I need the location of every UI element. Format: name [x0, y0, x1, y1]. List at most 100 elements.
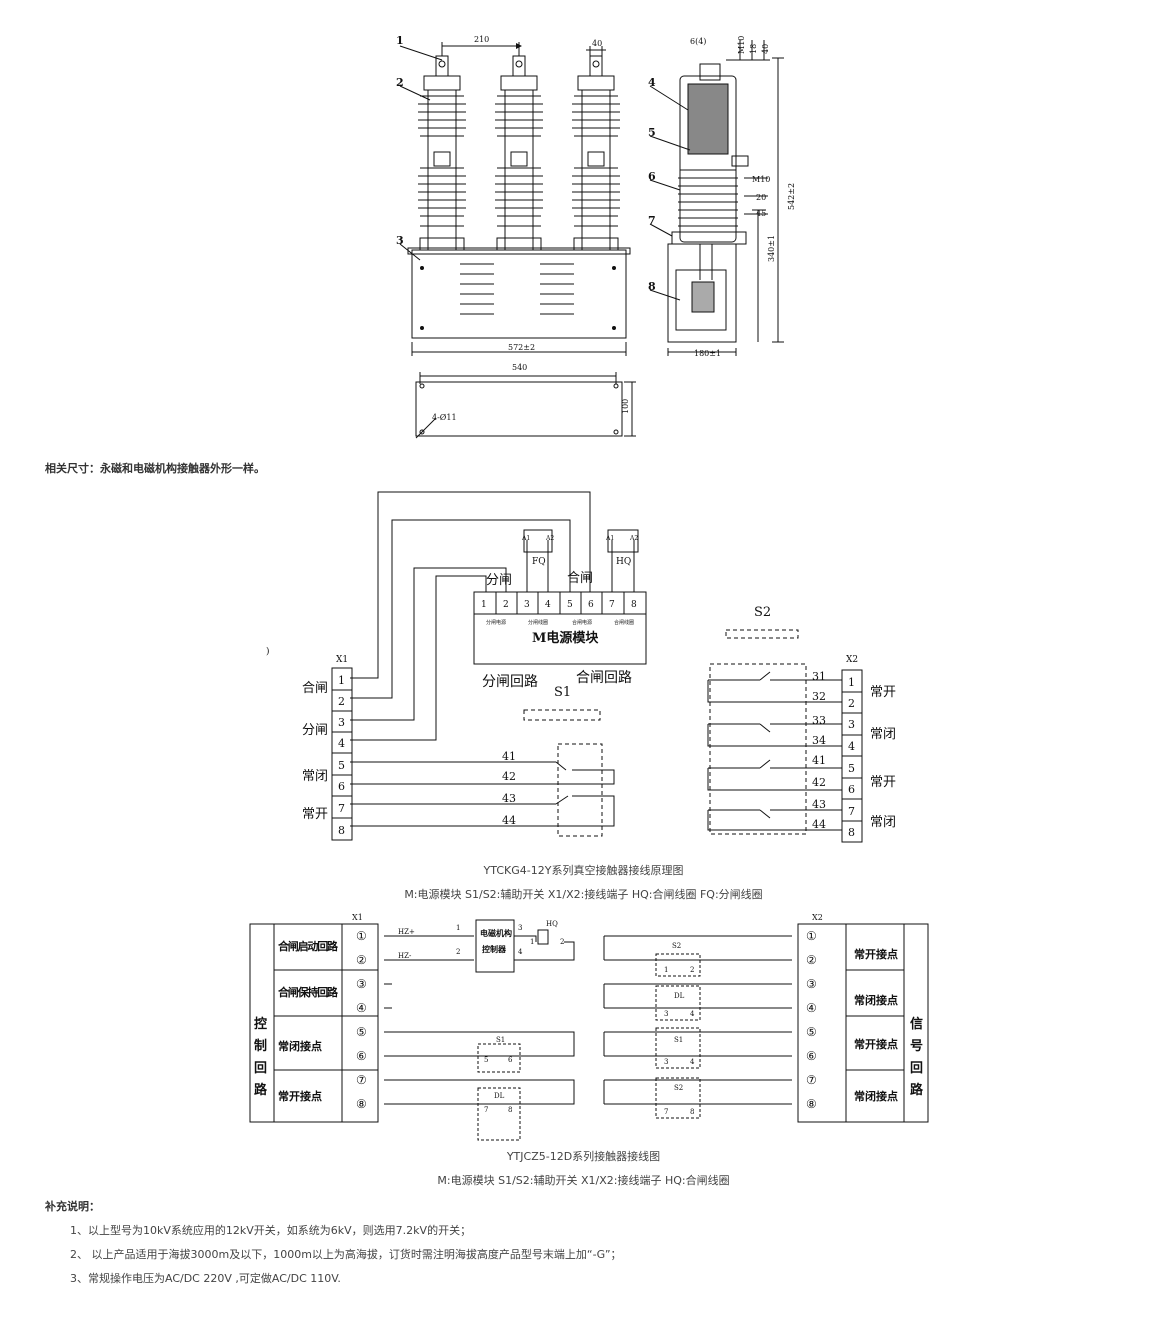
- left-cat-char: 回: [254, 1061, 267, 1076]
- fenzha-label: 分闸: [486, 573, 512, 588]
- x1-group-label: 合闸: [302, 681, 328, 696]
- x2-pin: 2: [848, 697, 855, 710]
- s1-terminal: 42: [502, 770, 516, 783]
- s1-terminal: 44: [502, 814, 516, 827]
- s2-terminal: 41: [812, 754, 826, 767]
- base-plate-view: [415, 372, 636, 439]
- left-cat-char: 控: [254, 1016, 267, 1032]
- dim-text: 572±2: [508, 343, 535, 352]
- wire-num: 8: [508, 1106, 512, 1114]
- module-pin: 8: [631, 600, 637, 610]
- module-pin: 5: [567, 600, 573, 610]
- x2-pin: 8: [848, 826, 855, 839]
- x2-pin: 1: [848, 676, 855, 689]
- x1-group-label: 分闸: [302, 723, 328, 738]
- dim-text: 210: [474, 35, 489, 44]
- dim-text: M10: [737, 36, 746, 54]
- schematic-2-labels: X1 X2 控 制 回 路 信 号 回 路 合闸启动回路 合闸保持回路 常闭接点…: [254, 913, 924, 1116]
- stray-mark: ): [266, 646, 270, 657]
- dim-text: 540: [512, 363, 527, 372]
- x2-term: ③: [806, 977, 817, 991]
- supplement-item: 3、常规操作电压为AC/DC 220V ,可定做AC/DC 110V.: [70, 1272, 341, 1285]
- x2-group-label: 常开: [870, 685, 896, 700]
- wire-num: 5: [484, 1056, 488, 1064]
- wire-num: 3: [664, 1010, 668, 1018]
- s2-terminal: 34: [812, 734, 826, 747]
- x1-pin: 6: [338, 780, 345, 793]
- x2-pin: 7: [848, 805, 855, 818]
- callout: 1: [396, 34, 404, 47]
- x2-group-label: 常闭: [870, 815, 896, 830]
- x1-term: ④: [356, 1001, 367, 1015]
- controller-label: 电磁机构: [480, 928, 512, 938]
- callout: 4: [648, 76, 656, 89]
- fq-label: FQ: [532, 557, 546, 567]
- dim-text: 40: [592, 39, 602, 48]
- x2-term: ②: [806, 953, 817, 967]
- x1-label: X1: [352, 913, 363, 922]
- right-label-table: [797, 923, 929, 1123]
- right-row-label: 常开接点: [854, 947, 898, 961]
- x2-group-label: 常开: [870, 775, 896, 790]
- right-row-label: 常闭接点: [854, 1089, 898, 1103]
- dim-text: 542±2: [787, 183, 796, 210]
- dl-label: DL: [494, 1092, 505, 1100]
- wire-num: 1: [664, 966, 668, 974]
- right-cat-char: 号: [910, 1039, 923, 1054]
- left-cat-char: 制: [254, 1038, 267, 1054]
- wire-num: 6: [508, 1056, 513, 1064]
- x1-pin: 7: [338, 802, 345, 815]
- insulator-3: [572, 55, 620, 251]
- module-sub-label: 分闸线圈: [528, 619, 548, 626]
- module-pin: 7: [609, 600, 615, 610]
- module-sub-label: 合闸电源: [572, 619, 592, 626]
- dim-text: 18: [749, 44, 758, 54]
- s2-terminal: 43: [812, 798, 826, 811]
- right-cat-char: 回: [910, 1061, 923, 1076]
- x1-group-label: 常闭: [302, 769, 328, 784]
- insulator-2: [495, 55, 543, 251]
- module-sub-label: 分闸电源: [486, 619, 506, 626]
- front-view: [399, 42, 631, 356]
- right-row-label: 常闭接点: [854, 993, 898, 1007]
- s2-terminal: 32: [812, 690, 826, 703]
- cabinet-vents: [460, 263, 574, 315]
- wire-num: 3: [518, 924, 522, 932]
- x2-pin: 6: [848, 783, 855, 796]
- dim-text: 40: [761, 44, 770, 54]
- x1-group-label: 常开: [302, 807, 328, 822]
- dim-text: M10: [752, 175, 770, 184]
- dim-text: 180±1: [694, 349, 721, 358]
- x2-label: X2: [846, 655, 858, 665]
- s1-terminal: 43: [502, 792, 516, 805]
- s2-label: S2: [672, 942, 681, 950]
- legend-2: M:电源模块 S1/S2:辅助开关 X1/X2:接线端子 HQ:合闸线圈: [437, 1174, 730, 1187]
- s2-terminal: 33: [812, 714, 826, 727]
- dl-label: DL: [674, 992, 685, 1000]
- module-pin: 4: [545, 600, 551, 610]
- dim-text: 340±1: [767, 235, 776, 262]
- s2-label: S2: [674, 1084, 683, 1092]
- caption-1: YTCKG4-12Y系列真空接触器接线原理图: [483, 864, 684, 877]
- x2-pin: 5: [848, 762, 855, 775]
- hz-minus-label: HZ-: [398, 952, 412, 960]
- loop-fenzha: 分闸回路: [482, 674, 538, 690]
- a2-label: A2: [629, 535, 638, 542]
- legend-1: M:电源模块 S1/S2:辅助开关 X1/X2:接线端子 HQ:合闸线圈 FQ:…: [404, 888, 763, 901]
- callout: 2: [396, 76, 404, 89]
- insulator-1: [418, 55, 466, 251]
- x1-pin: 5: [338, 759, 345, 772]
- module-sub-label: 合闸线圈: [614, 619, 634, 626]
- caption-2: YTJCZ5-12D系列接触器接线图: [506, 1150, 661, 1163]
- a1-label: A1: [521, 535, 530, 542]
- callout: 8: [648, 280, 656, 293]
- wire-num: 4: [690, 1058, 695, 1066]
- hq-label: HQ: [546, 920, 558, 928]
- dimension-labels: 210 40 6(4) M10 18 40 M10 20 45 542±2 34…: [432, 35, 796, 422]
- right-cat-char: 路: [910, 1082, 924, 1098]
- x1-term: ⑦: [356, 1073, 367, 1087]
- x2-term: ⑦: [806, 1073, 817, 1087]
- x2-term: ①: [806, 929, 817, 943]
- callout: 3: [396, 234, 404, 247]
- supplement-item: 1、以上型号为10kV系统应用的12kV开关，如系统为6kV，则选用7.2kV的…: [70, 1224, 472, 1237]
